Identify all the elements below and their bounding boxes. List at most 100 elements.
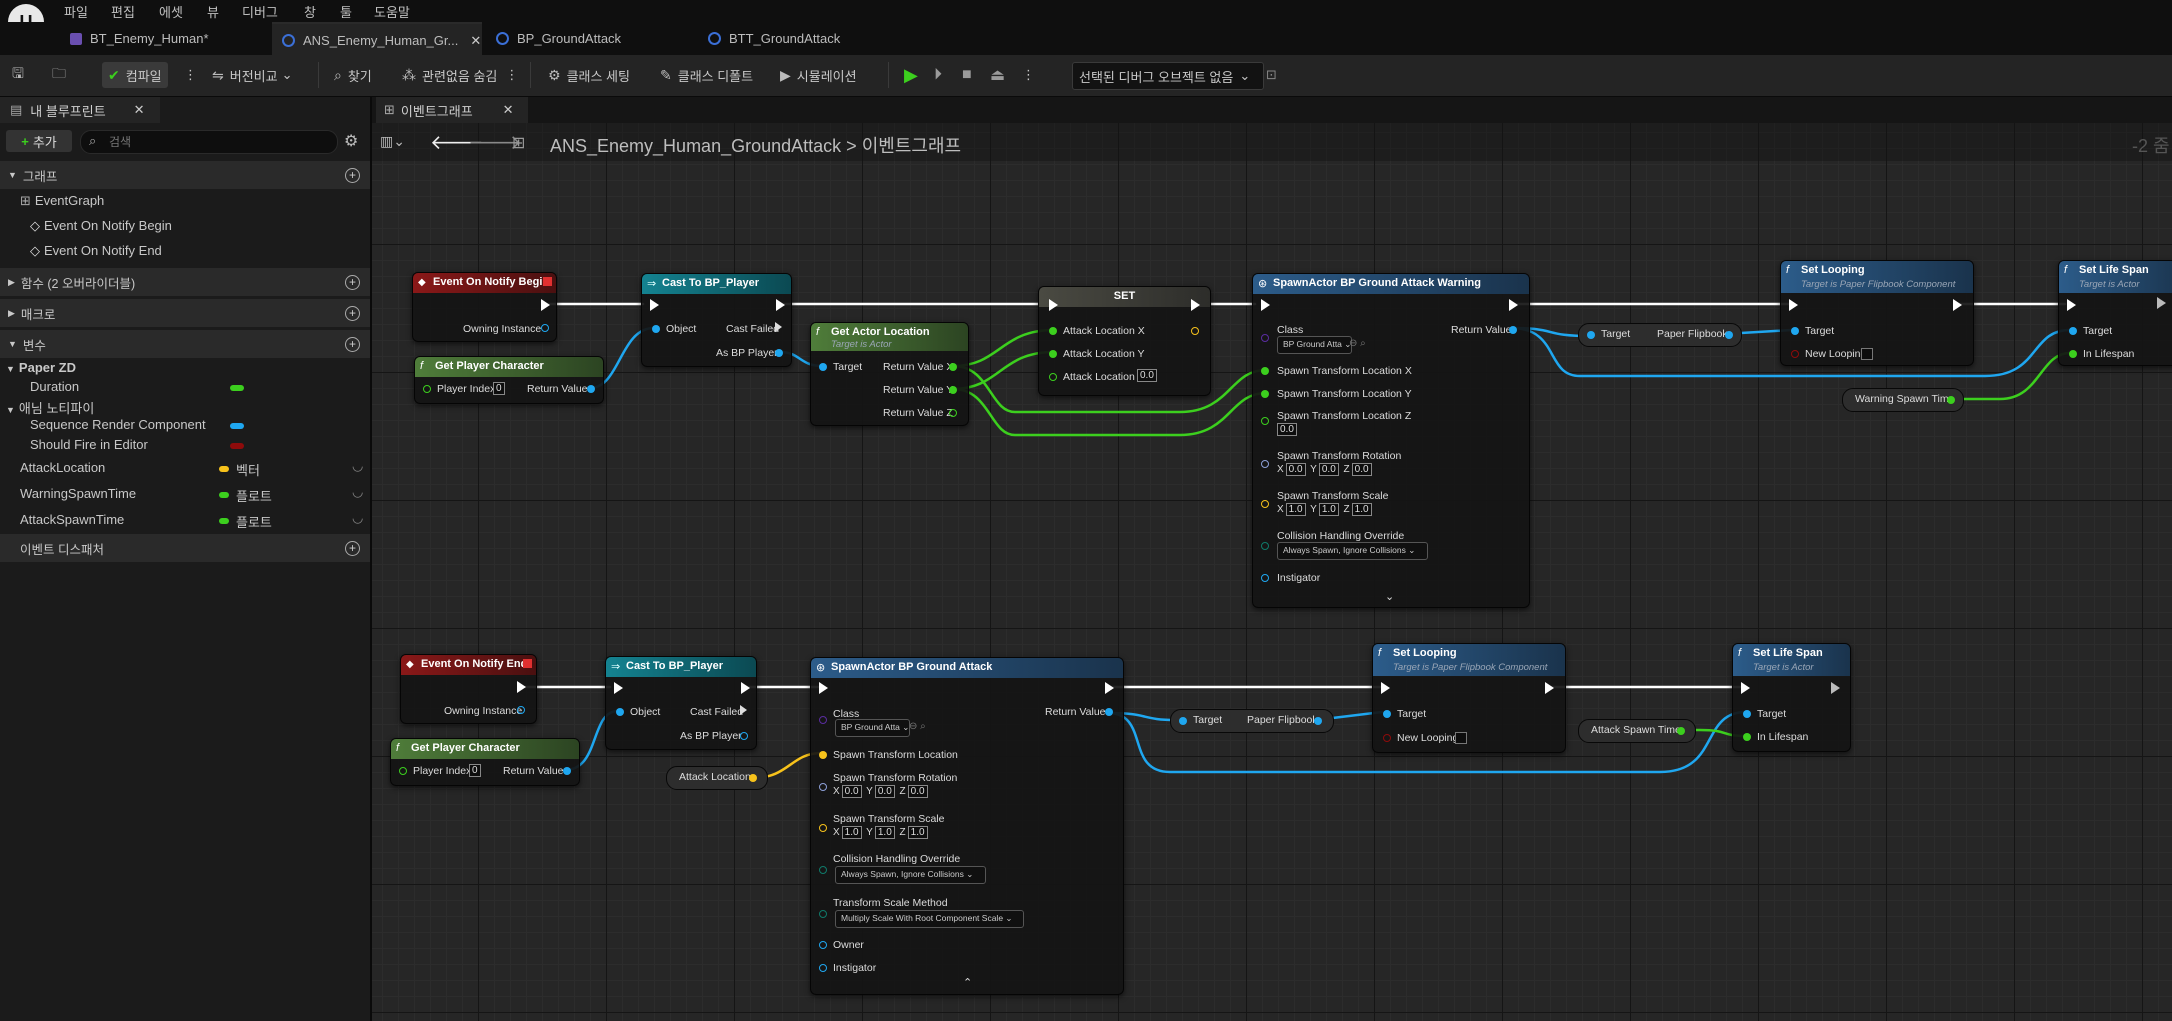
play-options-button[interactable]: ⋮ bbox=[1022, 67, 1035, 82]
int-in-pin[interactable] bbox=[423, 385, 431, 393]
float-in-pin[interactable] bbox=[1049, 373, 1057, 381]
node-cast-to-bp-player[interactable]: Cast To BP_Player ⇒ Object Cast Failed A… bbox=[641, 273, 792, 367]
node-event-on-notify-begin[interactable]: Event On Notify Begin ◆ Owning Instance bbox=[412, 272, 557, 342]
object-in-pin[interactable] bbox=[652, 325, 660, 333]
var-warning-spawn-time[interactable]: WarningSpawnTime bbox=[20, 486, 137, 501]
find-button[interactable]: ⌕ 찾기 bbox=[334, 62, 372, 88]
var-should-fire-in-editor[interactable]: Should Fire in Editor bbox=[30, 437, 148, 452]
class-settings-button[interactable]: ⚙ 클래스 세팅 bbox=[548, 62, 630, 88]
hide-unrelated-button[interactable]: ⁂ 관련없음 숨김 ⋮ bbox=[402, 62, 518, 88]
group-anim-notify[interactable]: ▼애님 노티파이 bbox=[6, 398, 94, 417]
object-in-pin[interactable] bbox=[1587, 331, 1595, 339]
var-attack-spawn-time[interactable]: AttackSpawnTime bbox=[20, 512, 125, 527]
node-spawn-actor-ground-attack[interactable]: SpawnActor BP Ground Attack ⊛ Class BP G… bbox=[810, 657, 1124, 995]
section-macros[interactable]: ▶ 매크로 bbox=[0, 299, 370, 327]
stop-icon[interactable]: ■ bbox=[962, 66, 972, 83]
save-button[interactable]: 🖫 bbox=[12, 62, 30, 88]
diff-button[interactable]: ⇋ 버전비교 ⌄ bbox=[212, 62, 292, 88]
chevron-down-icon[interactable]: ⌄ bbox=[1385, 591, 1395, 603]
exec-in-pin[interactable] bbox=[2067, 299, 2076, 311]
object-out-pin[interactable] bbox=[1509, 326, 1517, 334]
browse-button[interactable]: 🗀 bbox=[52, 62, 72, 88]
value-box[interactable]: 1.0 bbox=[841, 826, 862, 839]
exec-out-pin[interactable] bbox=[775, 322, 782, 332]
collision-select[interactable]: Always Spawn, Ignore Collisions ⌄ bbox=[835, 866, 986, 884]
menu-tools[interactable]: 툴 bbox=[340, 5, 352, 20]
enum-in-pin[interactable] bbox=[819, 910, 827, 918]
object-out-pin[interactable] bbox=[740, 732, 748, 740]
exec-in-pin[interactable] bbox=[650, 299, 659, 311]
value-box[interactable]: 0.0 bbox=[874, 785, 895, 798]
exec-out-pin[interactable] bbox=[1509, 299, 1518, 311]
step-icon[interactable]: ⏵ bbox=[934, 66, 943, 83]
node-event-on-notify-end[interactable]: Event On Notify End ◆ Owning Instance bbox=[400, 654, 537, 724]
float-out-pin[interactable] bbox=[949, 409, 957, 417]
object-in-pin[interactable] bbox=[2069, 327, 2077, 335]
value-box[interactable]: 0.0 bbox=[1318, 463, 1339, 476]
close-icon[interactable]: ✕ bbox=[470, 32, 482, 48]
object-out-pin[interactable] bbox=[541, 324, 549, 332]
browse-icon[interactable]: ⊖ ⌕ bbox=[1349, 338, 1366, 349]
exec-in-pin[interactable] bbox=[1261, 299, 1270, 311]
object-in-pin[interactable] bbox=[1743, 710, 1751, 718]
menu-edit[interactable]: 편집 bbox=[111, 5, 135, 20]
menu-window[interactable]: 창 bbox=[304, 5, 316, 20]
node-set-life-span-2[interactable]: Set Life Span f Target is Actor Target I… bbox=[1732, 643, 1851, 752]
object-in-pin[interactable] bbox=[1383, 710, 1391, 718]
var-attack-location[interactable]: AttackLocation bbox=[20, 460, 106, 475]
node-get-actor-location[interactable]: Get Actor Location f Target is Actor Tar… bbox=[810, 322, 969, 426]
add-dispatcher-icon[interactable]: + bbox=[345, 541, 360, 556]
float-in-pin[interactable] bbox=[1261, 390, 1269, 398]
class-in-pin[interactable] bbox=[1261, 334, 1269, 342]
player-index-field[interactable]: 0 bbox=[467, 764, 483, 777]
value-box[interactable]: 1.0 bbox=[1285, 503, 1306, 516]
object-out-pin[interactable] bbox=[517, 706, 525, 714]
transform-scale-method-select[interactable]: Multiply Scale With Root Component Scale… bbox=[835, 910, 1024, 928]
node-get-player-character[interactable]: Get Player Character f Player Index 0 Re… bbox=[414, 356, 604, 404]
object-in-pin[interactable] bbox=[819, 941, 827, 949]
chevron-up-icon[interactable]: ⌃ bbox=[963, 977, 973, 989]
tab-bp-groundattack[interactable]: BP_GroundAttack bbox=[486, 22, 696, 55]
class-in-pin[interactable] bbox=[819, 716, 827, 724]
object-in-pin[interactable] bbox=[1791, 327, 1799, 335]
float-in-pin[interactable] bbox=[2069, 350, 2077, 358]
class-select[interactable]: BP Ground Atta ⌄ bbox=[1277, 336, 1352, 354]
exec-out-pin[interactable] bbox=[1545, 682, 1554, 694]
node-set-life-span[interactable]: Set Life Span f Target is Actor Target I… bbox=[2058, 260, 2172, 366]
forward-arrow-icon[interactable]: 🡒 bbox=[468, 132, 522, 154]
float-in-pin[interactable] bbox=[1049, 327, 1057, 335]
graph-menu-icon[interactable]: ▥⌄ bbox=[380, 133, 405, 149]
exec-out-pin[interactable] bbox=[740, 705, 747, 715]
bool-in-pin[interactable] bbox=[1791, 350, 1799, 358]
object-in-pin[interactable] bbox=[616, 708, 624, 716]
vector-in-pin[interactable] bbox=[819, 824, 827, 832]
eject-icon[interactable]: ⏏ bbox=[990, 67, 1006, 84]
exec-in-pin[interactable] bbox=[1049, 299, 1058, 311]
value-box[interactable]: 0.0 bbox=[1285, 463, 1306, 476]
compile-options-button[interactable]: ⋮ bbox=[184, 67, 197, 82]
value-box[interactable]: 1.0 bbox=[1318, 503, 1339, 516]
var-duration[interactable]: Duration bbox=[30, 379, 80, 394]
object-out-pin[interactable] bbox=[1105, 708, 1113, 716]
tab-event-graph[interactable]: ⊞ 이벤트그래프 ✕ bbox=[376, 97, 528, 123]
vector-in-pin[interactable] bbox=[1261, 500, 1269, 508]
node-set-looping-2[interactable]: Set Looping f Target is Paper Flipbook C… bbox=[1372, 643, 1566, 753]
exec-in-pin[interactable] bbox=[819, 682, 828, 694]
node-get-attack-location[interactable]: Attack Location bbox=[666, 766, 768, 790]
breadcrumb-graph[interactable]: 이벤트그래프 bbox=[861, 136, 962, 156]
float-out-pin[interactable] bbox=[949, 363, 957, 371]
exec-out-pin[interactable] bbox=[1831, 682, 1840, 694]
back-arrow-icon[interactable]: 🡐 bbox=[430, 132, 484, 154]
rotator-in-pin[interactable] bbox=[1261, 460, 1269, 468]
debug-object-select[interactable]: 선택된 디버그 오브젝트 없음 ⌄ bbox=[1072, 62, 1264, 90]
float-out-pin[interactable] bbox=[1677, 727, 1685, 735]
visibility-eye-icon[interactable]: ◡ bbox=[352, 484, 364, 499]
node-get-player-character-2[interactable]: Get Player Character f Player Index 0 Re… bbox=[390, 738, 580, 786]
object-out-pin[interactable] bbox=[1725, 331, 1733, 339]
node-set-attack-location[interactable]: SET Attack Location X Attack Location Y … bbox=[1038, 286, 1211, 396]
search-field[interactable]: ⌕ bbox=[80, 130, 338, 154]
float-in-pin[interactable] bbox=[1049, 350, 1057, 358]
